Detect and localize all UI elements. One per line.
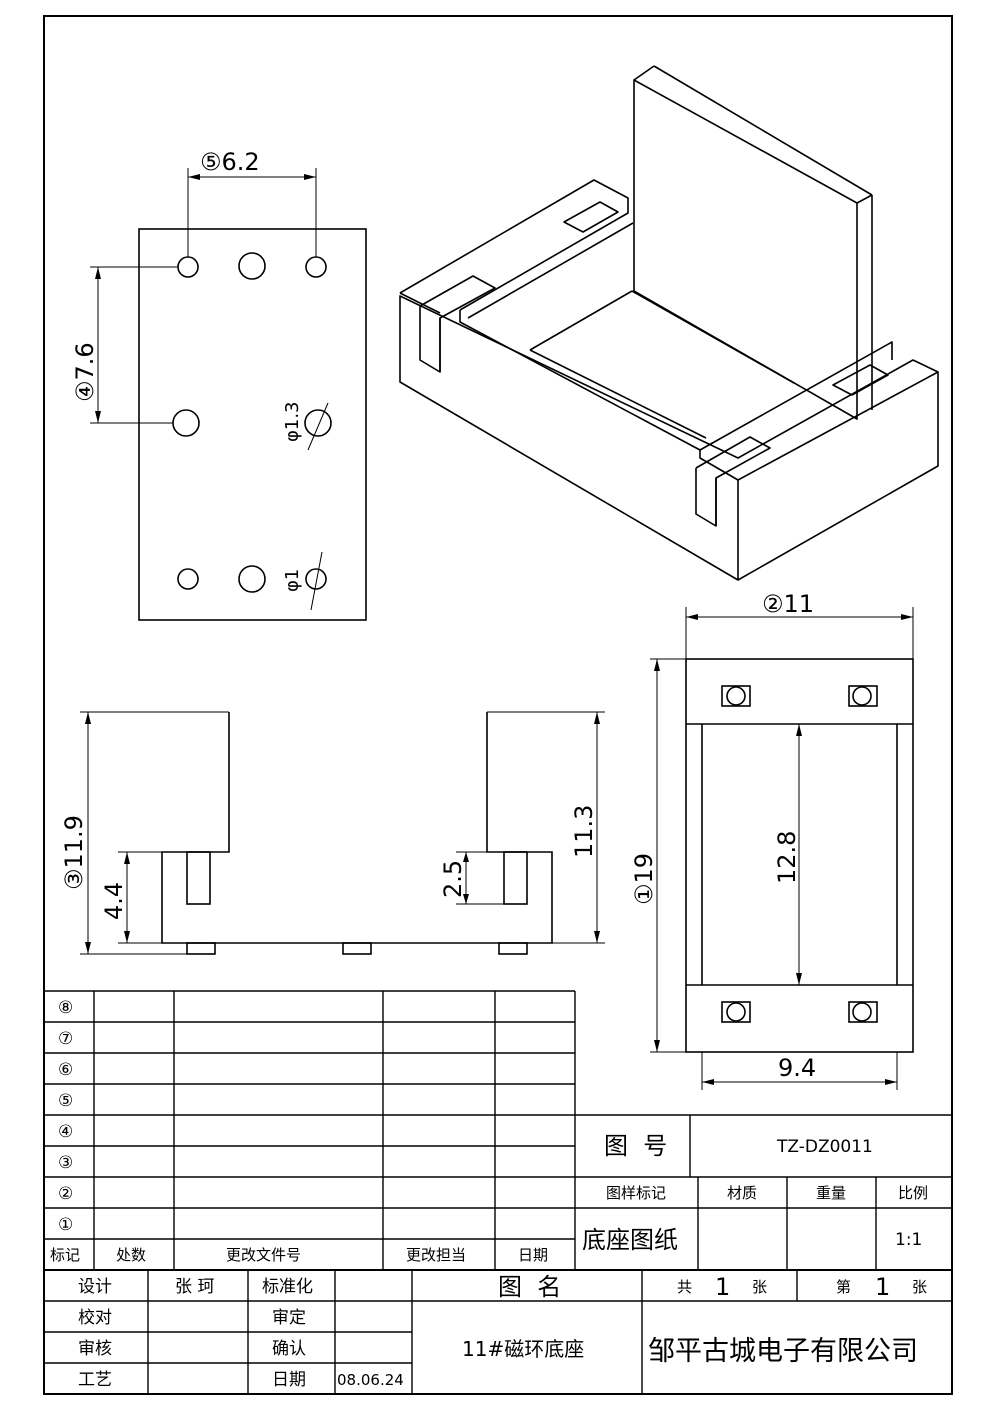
designer: 张 珂 — [175, 1277, 214, 1297]
rev-row-6: ⑥ — [58, 1060, 73, 1080]
dim-7-6: ④7.6 — [71, 342, 99, 402]
sheet-unit-1: 张 — [752, 1278, 767, 1296]
sheet-prefix: 第 — [836, 1278, 851, 1296]
name-label: 图 名 — [498, 1273, 561, 1301]
hole — [177, 256, 199, 278]
top-view — [90, 168, 367, 621]
rev-row-8: ⑧ — [58, 998, 73, 1018]
date-value: 08.06.24 — [337, 1371, 404, 1389]
dim-12-8: 12.8 — [773, 831, 801, 884]
dim-11-3: 11.3 — [570, 805, 598, 858]
sheet-no: 1 — [875, 1273, 890, 1301]
rev-header-date: 日期 — [518, 1246, 548, 1264]
rev-row-3: ③ — [58, 1153, 73, 1173]
rev-header-count: 处数 — [116, 1246, 146, 1264]
dim-hole-1: φ1 — [282, 569, 303, 592]
dim-2-5: 2.5 — [439, 860, 467, 898]
dim-hole-1-3: φ1.3 — [282, 402, 303, 443]
mark-label: 图样标记 — [606, 1184, 666, 1202]
hole — [304, 409, 332, 437]
company-name: 邹平古城电子有限公司 — [648, 1336, 918, 1367]
standard-label: 标准化 — [262, 1277, 313, 1297]
rev-row-1: ① — [58, 1215, 73, 1235]
dim-19: ①19 — [630, 853, 658, 905]
drawing-border — [43, 15, 953, 1395]
isometric-view — [399, 65, 939, 581]
scale-label: 比例 — [898, 1184, 928, 1202]
design-label: 设计 — [78, 1277, 112, 1297]
hole — [238, 252, 266, 280]
weight-label: 重量 — [816, 1184, 846, 1202]
material-label: 材质 — [727, 1184, 757, 1202]
rev-header-owner: 更改担当 — [406, 1246, 466, 1264]
doc-type: 底座图纸 — [582, 1226, 678, 1254]
total-sheets: 1 — [715, 1273, 730, 1301]
plan-view — [650, 607, 914, 1090]
hole — [305, 256, 327, 278]
hole — [177, 568, 199, 590]
dim-11-9: ③11.9 — [60, 815, 88, 890]
total-prefix: 共 — [677, 1278, 692, 1296]
side-view — [80, 711, 605, 955]
part-name: 11#磁环底座 — [462, 1337, 584, 1361]
hole — [238, 565, 266, 593]
rev-row-2: ② — [58, 1184, 73, 1204]
dim-6-2: ⑤6.2 — [200, 148, 260, 176]
rev-row-4: ④ — [58, 1122, 73, 1142]
process-label: 工艺 — [78, 1370, 112, 1390]
hole — [305, 568, 327, 590]
dim-4-4: 4.4 — [100, 882, 128, 920]
dim-11: ②11 — [762, 590, 814, 618]
approve-label: 审定 — [272, 1308, 306, 1328]
scale-value: 1:1 — [895, 1230, 922, 1250]
rev-header-doc: 更改文件号 — [226, 1246, 301, 1264]
confirm-label: 确认 — [272, 1339, 306, 1359]
check-label: 校对 — [78, 1308, 112, 1328]
drawing-no: TZ-DZ0011 — [776, 1137, 873, 1157]
review-label: 审核 — [78, 1339, 112, 1359]
revision-table — [44, 990, 952, 1394]
rev-header-mark: 标记 — [50, 1246, 80, 1264]
dim-9-4: 9.4 — [778, 1054, 816, 1082]
hole — [172, 409, 200, 437]
rev-row-5: ⑤ — [58, 1091, 73, 1111]
date-label: 日期 — [272, 1370, 306, 1390]
rev-row-7: ⑦ — [58, 1029, 73, 1049]
sheet-unit-2: 张 — [912, 1278, 927, 1296]
drawing-no-label: 图 号 — [604, 1132, 667, 1160]
